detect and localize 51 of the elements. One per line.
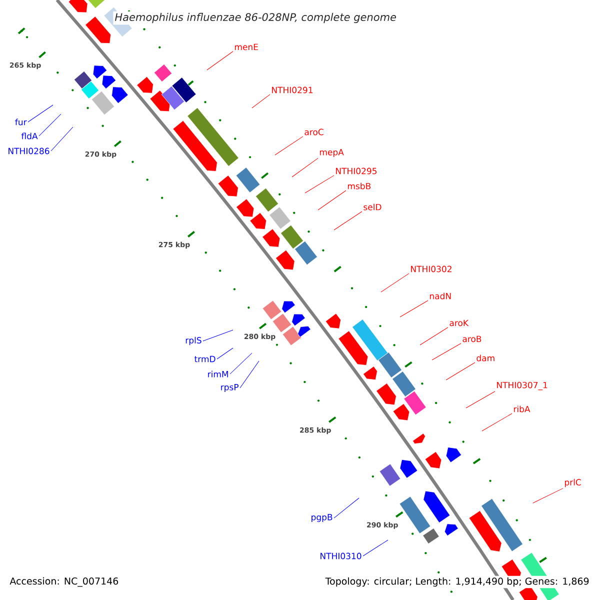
gene-label: prlC bbox=[564, 478, 581, 488]
leader-line bbox=[206, 51, 234, 70]
gene-label: fldA bbox=[21, 132, 38, 140]
gene-label: pgpB bbox=[312, 514, 332, 522]
gene-label: aroB bbox=[462, 336, 482, 342]
leader-line bbox=[304, 175, 334, 194]
leader-line bbox=[400, 300, 428, 318]
leader-line bbox=[362, 540, 388, 556]
gene-label: aroK bbox=[450, 320, 469, 326]
gene-label: NTHI0302 bbox=[411, 266, 452, 272]
gene-label: selD bbox=[364, 204, 382, 210]
gene-label: fur bbox=[15, 118, 27, 126]
footer-text: Topology: circular; Length: 1,914,490 bp; Genes: 1,869 bbox=[324, 576, 591, 588]
footer-text: Accession: NC_007146 bbox=[8, 576, 120, 588]
gene-label: dam bbox=[476, 354, 494, 362]
leader-line bbox=[318, 190, 346, 210]
leader-line bbox=[466, 391, 496, 408]
gene-label: aroC bbox=[304, 128, 324, 136]
leader-line bbox=[202, 330, 234, 342]
gene-label: NTHI0307_1 bbox=[497, 382, 548, 390]
leader-line bbox=[532, 488, 564, 504]
gene-label: rpsP bbox=[221, 384, 238, 392]
leader-line bbox=[38, 114, 62, 136]
title: Haemophilus influenzae 86-028NP, complete genome bbox=[113, 11, 398, 25]
leader-line bbox=[240, 360, 260, 388]
leader-line bbox=[446, 362, 476, 380]
gene-label: menE bbox=[234, 44, 258, 50]
gene-label: rimM bbox=[208, 370, 228, 378]
leader-line bbox=[274, 136, 304, 156]
leader-line bbox=[50, 126, 74, 152]
leader-line bbox=[334, 211, 362, 230]
leader-line bbox=[230, 352, 252, 374]
gene-label: NTHI0291 bbox=[272, 86, 312, 94]
leader-line bbox=[432, 343, 462, 360]
gene-label: nadN bbox=[430, 292, 451, 300]
leader-line bbox=[482, 413, 512, 432]
leader-line bbox=[292, 158, 318, 178]
leader-line bbox=[380, 273, 410, 292]
gene-label: NTHI0286 bbox=[8, 148, 50, 154]
leader-line bbox=[252, 94, 270, 108]
gene-label: trmD bbox=[194, 356, 216, 362]
leader-line bbox=[216, 348, 234, 360]
gene-label: NTHI0295 bbox=[336, 168, 377, 174]
gene-label: rplS bbox=[186, 336, 202, 346]
gene-label: msbB bbox=[348, 182, 371, 190]
gene-label: ribA bbox=[514, 406, 530, 412]
leader-line bbox=[334, 498, 360, 518]
gene-label: NTHI0310 bbox=[320, 552, 362, 560]
leader-line bbox=[420, 327, 448, 346]
leader-line bbox=[28, 104, 54, 122]
gene-label: mepA bbox=[320, 149, 344, 157]
